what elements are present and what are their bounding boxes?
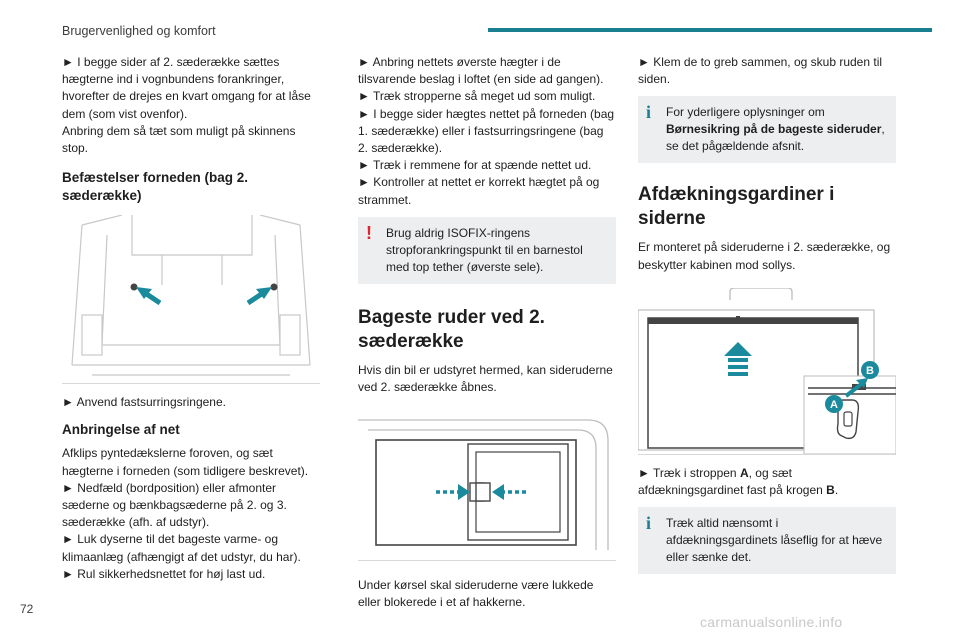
- bullet-arrow-icon: ►: [62, 480, 74, 495]
- column-1: ► I begge sider af 2. sæderække sættes h…: [62, 54, 320, 583]
- paragraph: Anbring dem så tæt som muligt på skinnen…: [62, 123, 296, 156]
- text: Træk i remmene for at spænde nettet ud.: [373, 158, 592, 173]
- label-a: A: [739, 465, 749, 480]
- subheading: Befæstelser forneden (bag 2. sæderække): [62, 170, 249, 204]
- info-note: i For yderligere oplysninger om Børnesik…: [638, 96, 896, 164]
- text: Luk dyserne til det bageste varme- og kl…: [62, 532, 301, 564]
- column-2: ► Anbring nettets øverste hægter i de ti…: [358, 54, 616, 612]
- bullet-arrow-icon: ►: [358, 89, 370, 104]
- arrow-left-icon: [136, 287, 162, 306]
- arrow-up-icon: [724, 341, 752, 376]
- text: I begge sider hægtes nettet på forneden …: [358, 106, 615, 156]
- text: Rul sikkerhedsnettet for høj last ud.: [77, 566, 266, 581]
- callout-a: A: [825, 394, 843, 413]
- text: Nedfæld (bordposition) eller afmonter sæ…: [62, 480, 287, 530]
- text: Træk i stroppen: [653, 465, 737, 480]
- subheading: Anbringelse af net: [62, 422, 180, 438]
- info-icon: i: [646, 102, 652, 123]
- paragraph: Afklips pyntedækslerne foroven, og sæt h…: [62, 446, 309, 478]
- page-number: 72: [20, 602, 34, 616]
- svg-text:A: A: [830, 399, 838, 411]
- sunblind-illustration: B A: [637, 287, 897, 455]
- paragraph: ► Rul sikkerhedsnettet for høj last ud.: [62, 566, 320, 583]
- bullet-arrow-icon: ►: [62, 566, 74, 581]
- arrow-right-icon: [246, 287, 272, 306]
- paragraph: ► I begge sider af 2. sæderække sættes h…: [62, 54, 320, 123]
- paragraph: ► Anbring nettets øverste hægter i de ti…: [358, 54, 616, 88]
- paragraph: ► Træk i stroppen A, og sæt afdækningsga…: [638, 465, 839, 498]
- warning-text: Brug aldrig ISOFIX-ringens stropforankri…: [386, 225, 583, 274]
- label-b: B: [826, 483, 835, 498]
- warning-note: ! Brug aldrig ISOFIX-ringens stropforank…: [358, 216, 616, 284]
- text: , og sæt afdækningsgardinet fast på krog…: [638, 465, 823, 498]
- text: I begge sider af 2. sæderække sættes hæg…: [62, 55, 311, 121]
- figure-sunblind: B A: [637, 287, 897, 455]
- bullet-arrow-icon: ►: [358, 175, 370, 190]
- figure-cargo-floor: [62, 214, 320, 385]
- bullet-arrow-icon: ►: [358, 158, 370, 173]
- header-title: Brugervenlighed og komfort: [62, 24, 216, 38]
- paragraph: ► Anvend fastsurringsringene.: [62, 394, 320, 411]
- paragraph: Er monteret på sideruderne i 2. sæderækk…: [638, 240, 891, 272]
- section-title: Afdækningsgardiner i siderne: [638, 184, 835, 230]
- figure-sliding-window: [358, 410, 616, 562]
- svg-text:B: B: [866, 365, 874, 377]
- section-title: Bageste ruder ved 2. sæderække: [358, 306, 545, 352]
- text: Klem de to greb sammen, og skub ruden ti…: [638, 55, 883, 87]
- paragraph: ► Nedfæld (bordposition) eller afmonter …: [62, 480, 320, 532]
- info-text-bold: Børnesikring på de bageste sideruder: [666, 122, 882, 137]
- bullet-arrow-icon: ►: [358, 106, 370, 121]
- column-3: ► Klem de to greb sammen, og skub ruden …: [637, 54, 897, 575]
- bullet-arrow-icon: ►: [62, 532, 74, 547]
- info-text: , se det pågældende afsnit.: [666, 122, 885, 154]
- cargo-floor-illustration: [71, 214, 311, 376]
- bullet-arrow-icon: ►: [62, 395, 74, 410]
- info-note: i Træk altid nænsomt i afdækningsgardine…: [638, 507, 896, 575]
- text: Kontroller at nettet er korrekt hægtet p…: [358, 175, 600, 207]
- paragraph: ► Kontroller at nettet er korrekt hægtet…: [358, 174, 616, 208]
- paragraph: Hvis din bil er udstyret hermed, kan sid…: [358, 362, 613, 395]
- text: Anvend fastsurringsringene.: [76, 395, 226, 410]
- callout-b: B: [861, 360, 879, 379]
- warning-icon: !: [366, 222, 372, 243]
- arrow-left-icon: [492, 484, 526, 501]
- paragraph: ► Træk i remmene for at spænde nettet ud…: [358, 157, 616, 174]
- bullet-arrow-icon: ►: [358, 55, 370, 69]
- info-icon: i: [646, 513, 652, 534]
- text: Anbring nettets øverste hægter i de tils…: [358, 55, 604, 87]
- info-text: For yderligere oplysninger om: [666, 105, 825, 120]
- info-text: Træk altid nænsomt i afdækningsgardinets…: [666, 516, 883, 565]
- paragraph: ► I begge sider hægtes nettet på fornede…: [358, 106, 616, 158]
- paragraph: ► Luk dyserne til det bageste varme- og …: [62, 531, 320, 565]
- bullet-arrow-icon: ►: [638, 55, 650, 69]
- arrow-right-icon: [436, 484, 470, 501]
- paragraph: ► Træk stropperne så meget ud som muligt…: [358, 88, 616, 105]
- text: Træk stropperne så meget ud som muligt.: [373, 89, 596, 104]
- paragraph: ► Klem de to greb sammen, og skub ruden …: [638, 54, 896, 88]
- bullet-arrow-icon: ►: [62, 55, 74, 69]
- sliding-window-illustration: [358, 419, 609, 551]
- header-accent-bar: [488, 28, 932, 32]
- watermark: carmanualsonline.info: [700, 614, 843, 630]
- paragraph: Under kørsel skal sideruderne være lukke…: [358, 578, 594, 610]
- bullet-arrow-icon: ►: [638, 465, 650, 480]
